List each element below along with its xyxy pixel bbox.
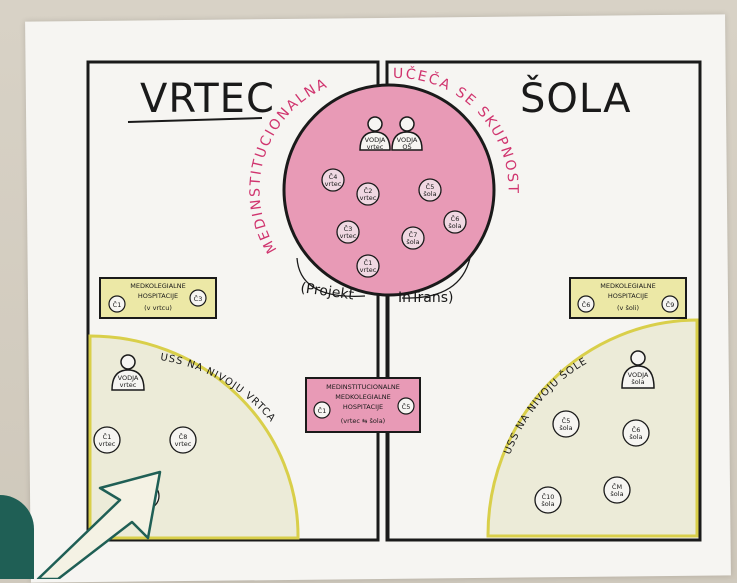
svg-text:vrtec: vrtec [340,232,357,240]
svg-text:vrtec: vrtec [175,440,192,448]
right-quadrant-member-3: Č10 šola [534,486,562,514]
circle-leader-2: VODJA OŠ [391,116,423,151]
project-label-left: (Projekt [299,280,355,303]
circle-leader-1: VODJA vrtec [359,116,391,151]
svg-text:Č8: Č8 [179,432,188,441]
center-box-line3: HOSPITACIJE [343,403,383,411]
svg-text:Č4: Č4 [329,172,338,181]
right-hospitation-box: MEDKOLEGIALNE HOSPITACIJE (v šoli) Č6 Č9 [569,277,687,319]
left-box-member-right: Č3 [194,294,203,303]
circle-member-7: Č1 vrtec [356,254,380,278]
svg-text:vrtec: vrtec [360,194,377,202]
svg-text:šola: šola [406,238,419,246]
right-box-line2: HOSPITACIJE [608,292,648,300]
left-quadrant-leader-line1: VODJA [118,374,139,382]
center-box-line1: MEDINSTITUCIONALNE [326,383,400,391]
circle-member-4: Č3 vrtec [336,220,360,244]
svg-text:šola: šola [629,433,642,441]
community-circle [282,83,496,297]
circle-member-1: Č4 vrtec [321,168,345,192]
left-box-line2: HOSPITACIJE [138,292,178,300]
pointer-arrow [36,470,162,579]
svg-text:Č1: Č1 [364,258,373,267]
circle-member-3: Č5 šola [418,178,442,202]
right-quadrant-leader-line1: VODJA [628,371,649,379]
svg-text:Č5: Č5 [426,182,435,191]
center-box-member-left: Č1 [318,406,327,415]
svg-text:šola: šola [559,424,572,432]
svg-text:Č10: Č10 [542,492,555,501]
circle-leader-2-line2: OŠ [402,142,411,151]
svg-text:šola: šola [610,490,623,498]
svg-text:Č3: Č3 [344,224,353,233]
svg-text:Č5: Č5 [562,416,571,425]
svg-text:Č7: Č7 [409,230,418,239]
svg-text:šola: šola [423,190,436,198]
left-box-member-left: Č1 [113,300,122,309]
project-label-right: InTrans) [398,290,453,306]
svg-text:Č2: Č2 [364,186,373,195]
left-quadrant-leader-line2: vrtec [120,381,137,389]
svg-text:ČM: ČM [612,482,622,491]
right-box-line3: (v šoli) [617,304,639,312]
center-box-line4: (vrtec ⇆ šola) [341,417,385,425]
circle-member-6: Č6 šola [443,210,467,234]
svg-text:vrtec: vrtec [99,440,116,448]
right-quadrant-member-4: ČM šola [603,476,631,504]
left-box-line3: (v vrtcu) [144,304,172,312]
svg-text:Č1: Č1 [103,432,112,441]
left-hospitation-box: MEDKOLEGIALNE HOSPITACIJE (v vrtcu) Č1 Č… [99,277,217,319]
left-quadrant-leader: VODJA vrtec [111,354,145,391]
left-box-line1: MEDKOLEGIALNE [130,282,185,290]
center-hospitation-box: MEDINSTITUCIONALNE MEDKOLEGIALNE HOSPITA… [305,377,421,433]
center-box-line2: MEDKOLEGIALNE [335,393,390,401]
left-quadrant-member-2: Č8 vrtec [169,426,197,454]
center-box-member-right: Č5 [402,402,411,411]
right-box-member-right: Č9 [666,300,675,309]
svg-text:vrtec: vrtec [325,180,342,188]
right-quadrant-leader: VODJA šola [621,350,655,389]
right-quadrant-leader-line2: šola [631,378,644,386]
vrtec-underline [127,117,263,123]
right-box-member-left: Č6 [582,300,591,309]
svg-text:šola: šola [541,500,554,508]
circle-leader-1-line1: VODJA [365,136,386,144]
right-quadrant-member-2: Č6 šola [622,419,650,447]
right-quadrant-member-1: Č5 šola [552,410,580,438]
circle-member-2: Č2 vrtec [356,182,380,206]
circle-member-5: Č7 šola [401,226,425,250]
right-box-line1: MEDKOLEGIALNE [600,282,655,290]
svg-text:šola: šola [448,222,461,230]
left-title: VRTEC [140,76,275,122]
right-title: ŠOLA [520,74,631,122]
left-quadrant-member-1: Č1 vrtec [93,426,121,454]
circle-leader-1-line2: vrtec [367,143,384,151]
svg-text:vrtec: vrtec [360,266,377,274]
svg-text:Č6: Č6 [632,425,641,434]
svg-text:Č6: Č6 [451,214,460,223]
circle-leader-2-line1: VODJA [397,136,418,144]
